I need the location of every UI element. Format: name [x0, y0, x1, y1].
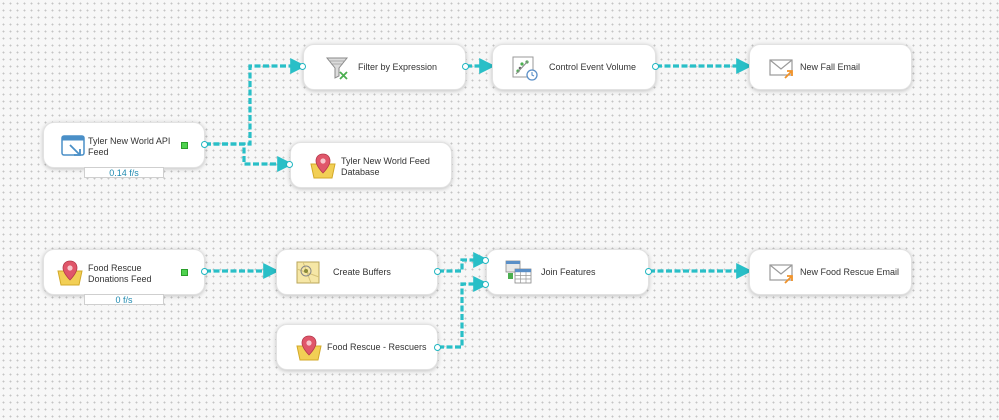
map-pin-icon [56, 259, 84, 287]
node-label: Food Rescue Donations Feed [88, 263, 152, 284]
input-port[interactable] [482, 257, 489, 264]
node-join-features[interactable]: Join Features [486, 249, 649, 295]
status-indicator [181, 269, 188, 276]
node-label: Create Buffers [333, 267, 391, 277]
link-buffers-to-join[interactable] [438, 252, 490, 273]
envelope-icon [768, 259, 796, 287]
node-label: Filter by Expression [358, 62, 438, 72]
feed-window-icon [60, 132, 88, 160]
node-label: Food Rescue - Rescuers [327, 342, 427, 352]
node-label: New Fall Email [800, 62, 861, 72]
join-table-icon [505, 259, 533, 287]
node-tyler-api-feed[interactable]: Tyler New World API Feed [43, 122, 205, 168]
input-port[interactable] [299, 63, 306, 70]
rate-badge: 0.14 f/s [84, 167, 164, 178]
buffer-map-icon [295, 259, 323, 287]
node-control-event-volume[interactable]: Control Event Volume [492, 44, 656, 90]
node-new-food-rescue-email[interactable]: New Food Rescue Email [749, 249, 912, 295]
node-tyler-feed-database[interactable]: Tyler New World Feed Database [290, 142, 452, 188]
node-food-rescue-rescuers[interactable]: Food Rescue - Rescuers [276, 324, 438, 370]
output-port[interactable] [652, 63, 659, 70]
output-port[interactable] [201, 268, 208, 275]
output-port[interactable] [462, 63, 469, 70]
node-label: Join Features [541, 267, 596, 277]
node-label: Control Event Volume [549, 62, 637, 72]
funnel-filter-icon [324, 54, 352, 82]
output-port[interactable] [645, 268, 652, 275]
node-label: Tyler New World API Feed [88, 136, 171, 157]
output-port[interactable] [434, 344, 441, 351]
map-pin-icon [295, 334, 323, 362]
node-label: New Food Rescue Email [800, 267, 900, 277]
output-port[interactable] [434, 268, 441, 275]
node-create-buffers[interactable]: Create Buffers [276, 249, 438, 295]
link-rescuers-to-join[interactable] [438, 276, 490, 349]
envelope-icon [768, 54, 796, 82]
rate-badge: 0 f/s [84, 294, 164, 305]
link-tyler-to-database[interactable] [205, 142, 294, 172]
event-chart-icon [511, 54, 539, 82]
node-new-fall-email[interactable]: New Fall Email [749, 44, 912, 90]
map-pin-icon [309, 152, 337, 180]
node-food-rescue-donations-feed[interactable]: Food Rescue Donations Feed [43, 249, 205, 295]
link-tyler-to-filter[interactable] [205, 58, 307, 146]
node-label: Tyler New World Feed Database [341, 156, 430, 177]
input-port[interactable] [286, 161, 293, 168]
node-filter-by-expression[interactable]: Filter by Expression [303, 44, 466, 90]
input-port[interactable] [482, 281, 489, 288]
output-port[interactable] [201, 141, 208, 148]
status-indicator [181, 142, 188, 149]
